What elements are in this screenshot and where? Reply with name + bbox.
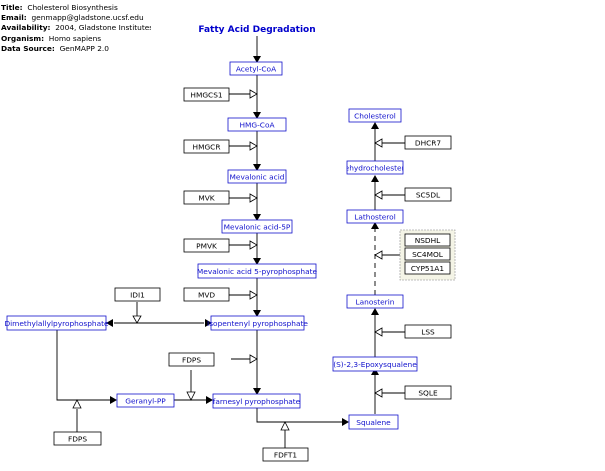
metabolite-mevalonic-acid-5-pyrophosphate[interactable]: Mevalonic acid 5-pyrophosphate	[197, 263, 318, 279]
title-value: Cholesterol Biosynthesis	[27, 3, 118, 12]
svg-text:Geranyl-PP: Geranyl-PP	[125, 397, 166, 406]
svg-text:MVD: MVD	[198, 291, 215, 300]
gene-mvd[interactable]: MVD	[183, 287, 230, 302]
gene-nsdhl[interactable]: NSDHL	[404, 233, 451, 247]
availability-value: 2004, Gladstone Institutes	[55, 23, 151, 33]
svg-text:IDI1: IDI1	[130, 291, 145, 300]
organism-row: Organism: Homo sapiens	[1, 33, 102, 43]
metabolite-acetyl-coa[interactable]: Acetyl-CoA	[229, 61, 283, 76]
svg-text:NSDHL: NSDHL	[415, 236, 441, 245]
metabolite-squalene[interactable]: Squalene	[348, 414, 399, 430]
svg-text:Cholesterol: Cholesterol	[354, 112, 396, 121]
gene-pmvk[interactable]: PMVK	[183, 238, 230, 253]
pathway-title[interactable]: Fatty Acid Degradation	[198, 25, 315, 35]
gene-sc5dl[interactable]: SC5DL	[404, 187, 452, 202]
metabolite-epoxysqualene[interactable]: (S)-2,3-Epoxysqualene	[332, 356, 418, 372]
svg-text:Lathosterol: Lathosterol	[354, 213, 396, 222]
email-row: Email: genmapp@gladstone.ucsf.edu	[1, 13, 144, 23]
email-value: genmapp@gladstone.ucsf.edu	[31, 13, 144, 23]
svg-text:Dehydrocholesterol: Dehydrocholesterol	[339, 164, 411, 173]
metabolite-lanosterin[interactable]: Lanosterin	[346, 294, 404, 309]
metabolite-dimethylallyl-pyrophosphate[interactable]: Dimethylallylpyrophosphate	[4, 315, 109, 331]
gene-sqle[interactable]: SQLE	[404, 385, 452, 400]
arrowheads	[106, 56, 379, 426]
metabolite-geranyl-pp[interactable]: Geranyl-PP	[116, 393, 175, 408]
gene-hmgcr[interactable]: HMGCR	[183, 139, 230, 154]
svg-text:FDPS: FDPS	[68, 435, 87, 444]
gene-fdps-lower[interactable]: FDPS	[53, 431, 102, 446]
catalysis-links	[72, 89, 405, 431]
svg-text:LSS: LSS	[421, 328, 435, 337]
svg-text:FDPS: FDPS	[182, 356, 201, 365]
gene-fdps-upper[interactable]: FDPS	[168, 352, 215, 367]
data-source-row: Data Source: GenMAPP 2.0	[1, 43, 109, 53]
svg-text:SQLE: SQLE	[418, 389, 438, 398]
svg-text:Mevalonic acid 5-pyrophosphate: Mevalonic acid 5-pyrophosphate	[197, 267, 318, 276]
metabolite-lathosterol[interactable]: Lathosterol	[346, 209, 404, 224]
svg-text:Dimethylallylpyrophosphate: Dimethylallylpyrophosphate	[4, 319, 109, 328]
pathway-info-header: Title: Cholesterol Biosynthesis Email: g…	[1, 3, 151, 54]
metabolite-farnesyl-pyrophosphate[interactable]: farnesyl pyrophosphate	[212, 393, 301, 409]
gene-fdft1[interactable]: FDFT1	[262, 447, 309, 462]
organism-value: Homo sapiens	[48, 33, 102, 43]
availability-row: Availability: 2004, Gladstone Institutes	[1, 23, 151, 33]
svg-text:SC4MOL: SC4MOL	[412, 250, 444, 259]
metabolite-mevalonic-acid[interactable]: Mevalonic acid	[227, 169, 287, 184]
gene-idi1[interactable]: IDI1	[114, 287, 161, 302]
gene-mvk[interactable]: MVK	[183, 190, 230, 205]
svg-text:Mevalonic acid-5P: Mevalonic acid-5P	[224, 223, 291, 232]
svg-text:Lanosterin: Lanosterin	[356, 298, 395, 307]
svg-text:DHCR7: DHCR7	[415, 139, 442, 148]
metabolite-mevalonic-acid-5p[interactable]: Mevalonic acid-5P	[221, 219, 293, 234]
title-row: Title: Cholesterol Biosynthesis	[1, 3, 118, 12]
svg-text:Mevalonic acid: Mevalonic acid	[230, 173, 285, 182]
gene-lss[interactable]: LSS	[404, 324, 452, 339]
svg-text:CYP51A1: CYP51A1	[411, 264, 444, 273]
gene-hmgcs1[interactable]: HMGCS1	[183, 87, 230, 102]
svg-text:PMVK: PMVK	[196, 242, 217, 251]
svg-text:Squalene: Squalene	[356, 418, 391, 427]
metabolite-hmg-coa[interactable]: HMG-CoA	[227, 117, 287, 132]
svg-text:SC5DL: SC5DL	[416, 191, 441, 200]
svg-text:Acetyl-CoA: Acetyl-CoA	[236, 65, 276, 74]
metabolite-dehydrocholesterol[interactable]: Dehydrocholesterol	[339, 160, 411, 175]
svg-text:farnesyl pyrophosphate: farnesyl pyrophosphate	[213, 397, 301, 406]
gene-sc4mol[interactable]: SC4MOL	[404, 247, 451, 261]
svg-text:HMGCS1: HMGCS1	[190, 91, 223, 100]
svg-text:FDFT1: FDFT1	[274, 451, 298, 460]
data-source-value: GenMAPP 2.0	[59, 43, 109, 53]
svg-text:HMGCR: HMGCR	[193, 143, 221, 152]
metabolite-cholesterol[interactable]: Cholesterol	[348, 108, 402, 123]
svg-text:Isopentenyl pyrophosphate: Isopentenyl pyrophosphate	[207, 319, 308, 328]
svg-text:MVK: MVK	[198, 194, 214, 203]
gene-cyp51a1[interactable]: CYP51A1	[404, 261, 451, 275]
svg-text:(S)-2,3-Epoxysqualene: (S)-2,3-Epoxysqualene	[333, 360, 417, 369]
svg-text:HMG-CoA: HMG-CoA	[239, 121, 274, 130]
metabolite-isopentenyl-pyrophosphate[interactable]: Isopentenyl pyrophosphate	[207, 315, 308, 331]
gene-dhcr7[interactable]: DHCR7	[404, 135, 452, 150]
reaction-lines	[56, 36, 376, 449]
